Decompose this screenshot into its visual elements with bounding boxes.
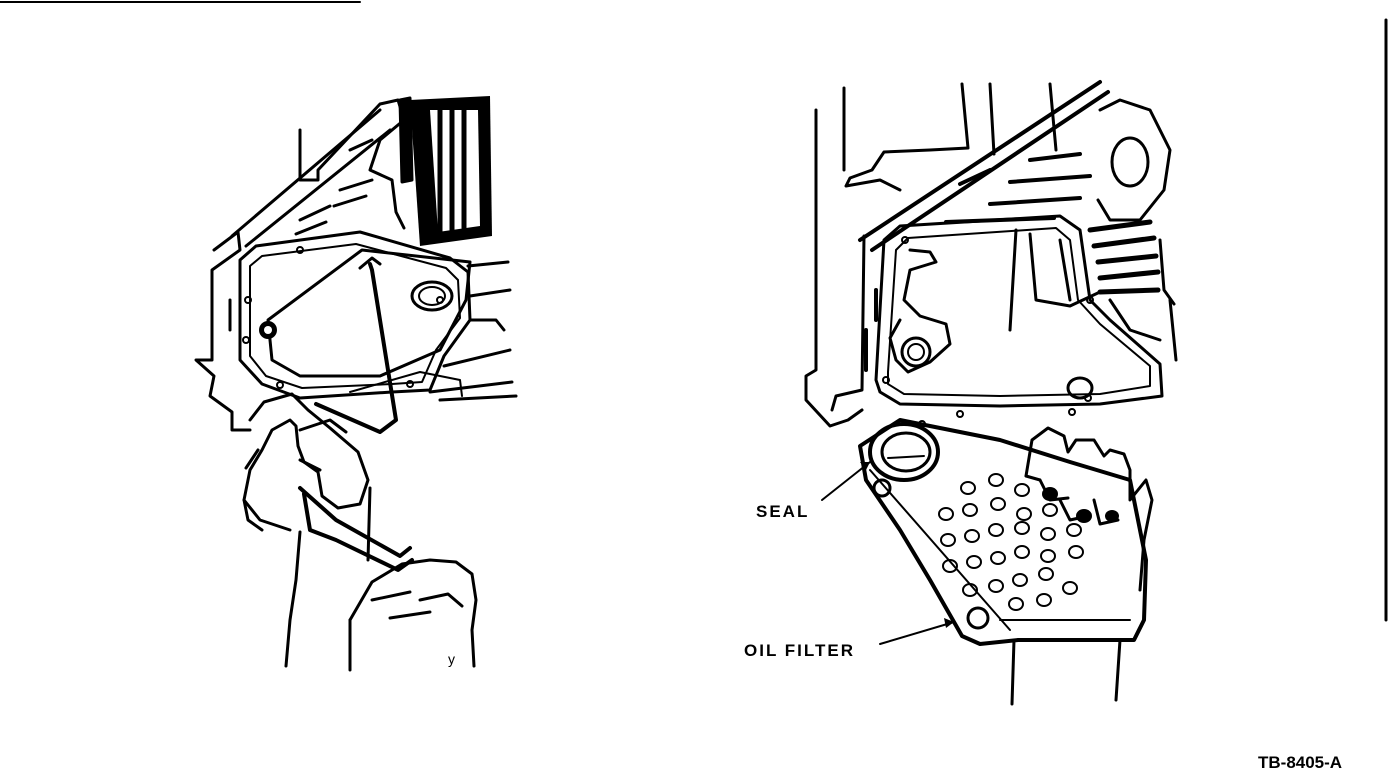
seal-ring [868,422,940,482]
seal-label: SEAL [756,502,809,521]
oil-filter-label: OIL FILTER [744,641,855,660]
right-illustration-filter [804,80,1178,706]
seal-leader-arrow [821,461,871,501]
left-illustration-pan-removal: y [194,96,518,672]
gear-teeth [398,96,492,246]
filter-holes [938,473,1084,611]
small-mark-y: y [448,651,455,667]
left-hand-lower [348,558,478,668]
right-hand-fingers [1024,426,1154,592]
left-hand-upper [242,392,370,532]
figure-reference: TB-8405-A [1258,753,1342,772]
oil-filter-leader-arrow [879,621,955,645]
oil-filter-body [858,418,1148,646]
